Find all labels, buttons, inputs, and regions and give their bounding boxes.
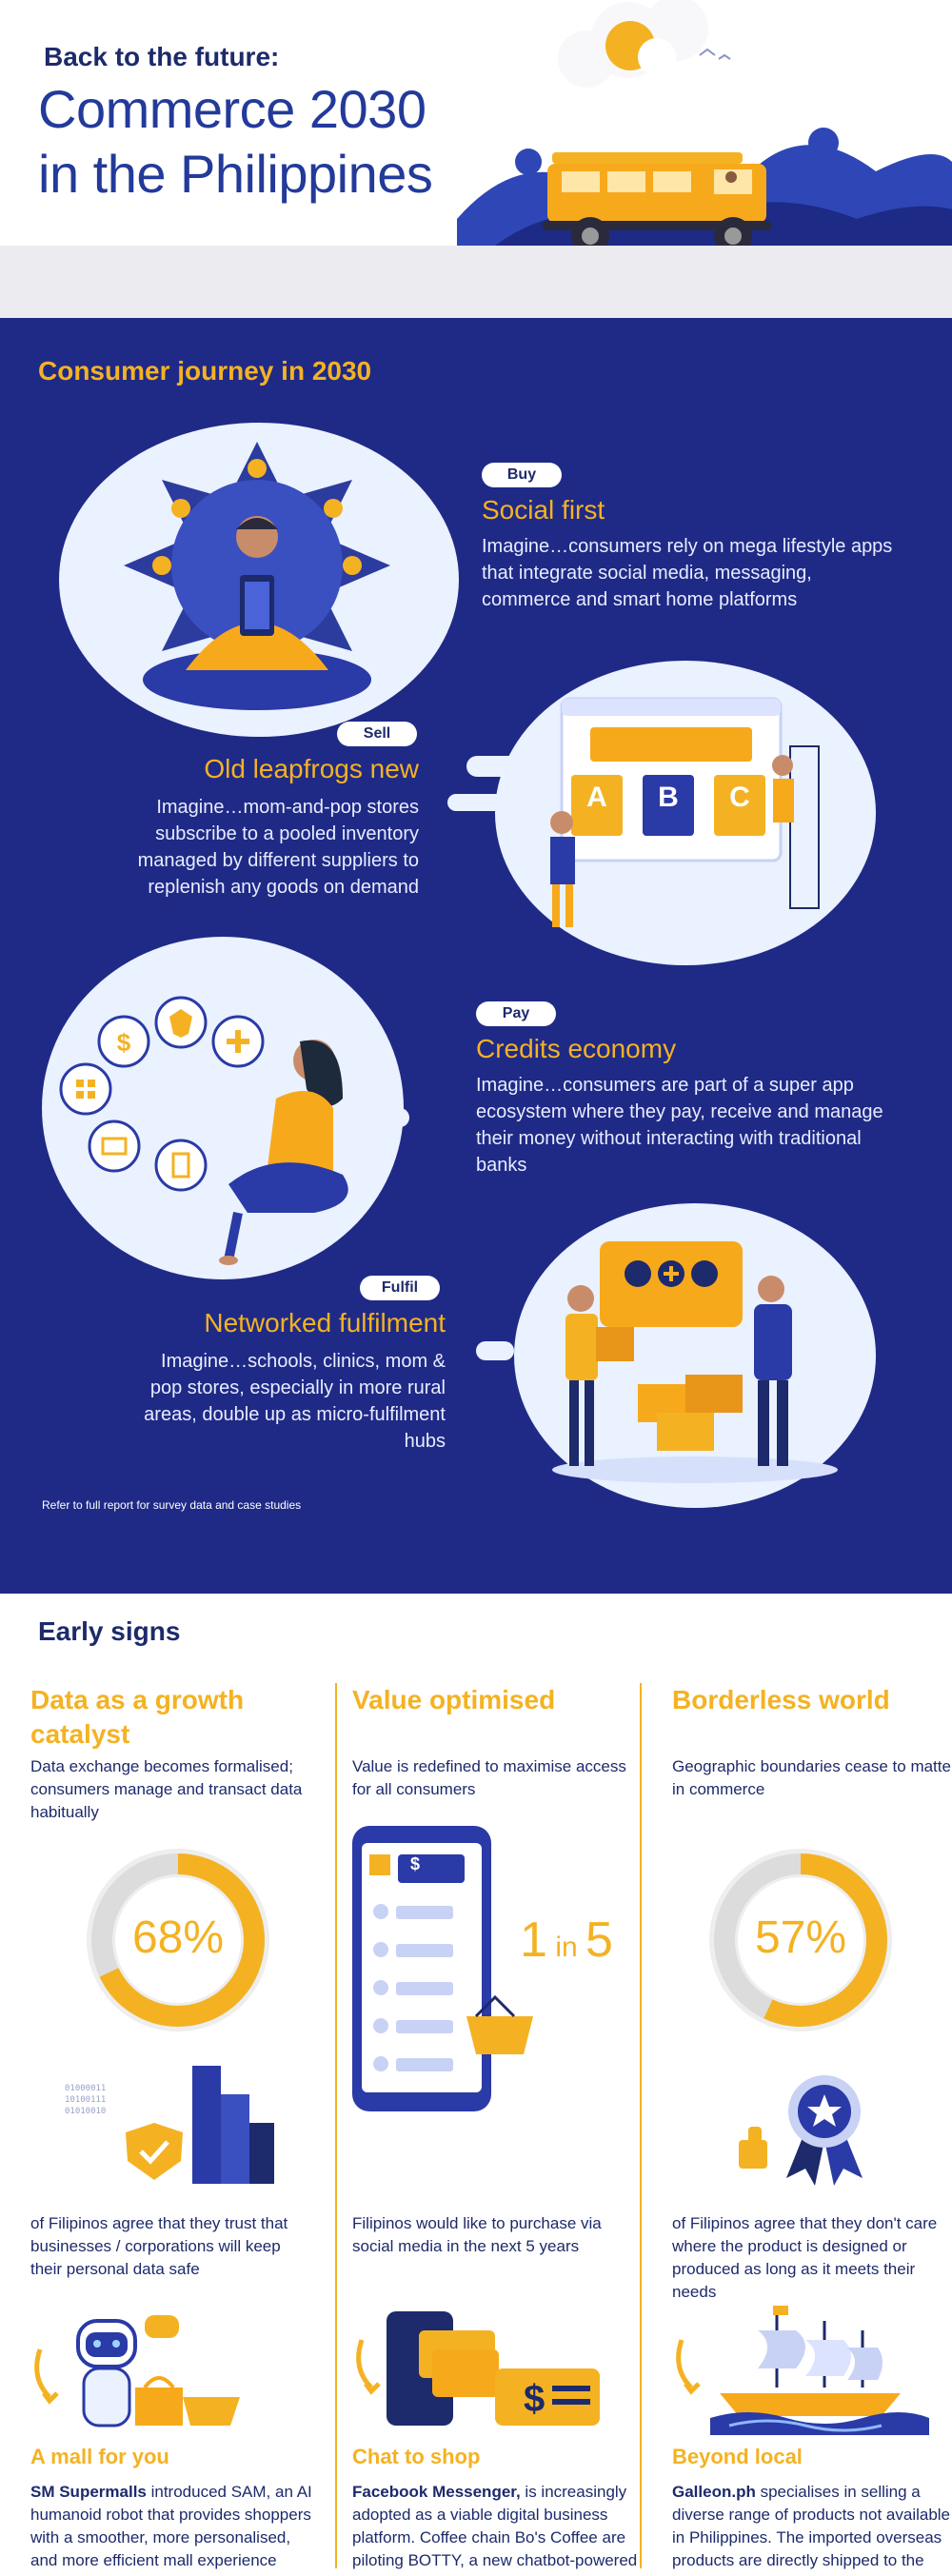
pay-tag: Pay: [476, 1001, 556, 1026]
column-1-sub-title: A mall for you: [30, 2445, 169, 2468]
screen-letter-b: B: [658, 782, 679, 813]
column-divider-2: [640, 1683, 642, 2568]
connector-pay: [381, 1108, 409, 1127]
header-band: [0, 246, 952, 318]
column-3-title: Borderless world: [672, 1685, 890, 1714]
screen-letter-c: C: [729, 782, 750, 813]
buy-body: Imagine…consumers rely on mega lifestyle…: [482, 536, 893, 610]
binary-digits: 01000011 10100111 01010010: [65, 2084, 107, 2116]
journey-footnote: Refer to full report for survey data and…: [42, 1498, 302, 1512]
connector-sell-2: [447, 794, 505, 811]
column-3-stat-text: of Filipinos agree that they don't care …: [672, 2214, 938, 2301]
super-app-person-illustration: $: [59, 996, 348, 1265]
column-2-title: Value optimised: [352, 1685, 556, 1714]
column-1-sub-lead: SM Supermalls: [30, 2483, 147, 2501]
consumer-journey-section: Consumer journey in 2030 Buy Social firs…: [0, 318, 952, 1594]
pay-title: Credits economy: [476, 1034, 677, 1063]
social-commerce-phone-illustration: [352, 1826, 533, 2111]
column-data-growth: Data as a growth catalyst Data exchange …: [30, 1683, 335, 2569]
column-3-sub-text: specialises in selling a diverse range o…: [672, 2483, 951, 2576]
robot-shopping-illustration: [34, 2315, 240, 2427]
connector-sell: [466, 756, 543, 777]
buy-tag: Buy: [482, 463, 562, 487]
early-signs-section: Early signs Data as a growth catalyst Da…: [0, 1594, 952, 2576]
connector-fulfil: [476, 1341, 514, 1360]
column-borderless-world: Borderless world Geographic boundaries c…: [672, 1683, 952, 2576]
data-trust-donut: [87, 1849, 269, 2031]
column-1-description: Data exchange becomes formalised; consum…: [30, 1757, 303, 1821]
header-kicker: Back to the future:: [44, 42, 280, 71]
column-divider-1: [335, 1683, 337, 2568]
chat-messenger-illustration: $: [356, 2311, 600, 2426]
column-3-sub-title: Beyond local: [672, 2445, 803, 2468]
borderless-donut: [709, 1849, 892, 2031]
column-2-stat-text: Filipinos would like to purchase via soc…: [352, 2214, 602, 2255]
column-value-optimised: Value optimised Value is redefined to ma…: [352, 1683, 657, 2576]
galleon-ship-illustration: [676, 2306, 929, 2435]
svg-text:$: $: [117, 1028, 131, 1057]
column-2-sub-lead: Facebook Messenger,: [352, 2483, 521, 2501]
value-stat-in: in: [546, 1932, 586, 1963]
sell-title: Old leapfrogs new: [204, 754, 419, 783]
journey-title: Consumer journey in 2030: [38, 356, 372, 386]
column-2-sub-title: Chat to shop: [352, 2445, 481, 2468]
column-1-stat-text: of Filipinos agree that they trust that …: [30, 2214, 288, 2278]
column-1-sub-text: introduced SAM, an AI humanoid robot tha…: [30, 2483, 312, 2569]
column-2-sub-body: Facebook Messenger, is increasingly adop…: [352, 2481, 638, 2576]
column-3-description: Geographic boundaries cease to matter in…: [672, 1757, 952, 1798]
fulfilment-hub-illustration: [552, 1241, 838, 1483]
social-apps-person-illustration: [124, 442, 390, 710]
pay-body: Imagine…consumers are part of a super ap…: [476, 1075, 883, 1176]
page-title-line-2: in the Philippines: [38, 144, 433, 204]
column-2-sub-text: is increasingly adopted as a viable digi…: [352, 2483, 638, 2576]
svg-text:$: $: [524, 2378, 545, 2420]
header: Back to the future: Commerce 2030 in the…: [0, 0, 952, 318]
column-3-sub-lead: Galleon.ph: [672, 2483, 756, 2501]
currency-badge: $: [409, 1854, 420, 1873]
buildings-shield-illustration: [126, 2066, 274, 2184]
screen-letter-a: A: [586, 782, 607, 813]
fulfil-title: Networked fulfilment: [204, 1308, 446, 1338]
page-title-line-1: Commerce 2030: [38, 79, 426, 139]
sell-tag: Sell: [337, 722, 417, 746]
jeepney-hill-illustration: [457, 0, 952, 255]
fulfil-tag: Fulfil: [360, 1276, 440, 1300]
column-1-sub-body: SM Supermalls introduced SAM, an AI huma…: [30, 2481, 316, 2572]
column-1-title: Data as a growth catalyst: [30, 1685, 245, 1749]
pooled-inventory-screen-illustration: [550, 697, 820, 927]
borderless-stat: 57%: [754, 1912, 847, 1963]
column-3-sub-body: Galleon.ph specialises in selling a dive…: [672, 2481, 952, 2576]
column-2-description: Value is redefined to maximise access fo…: [352, 1757, 626, 1798]
value-stat-numerator: 1: [520, 1912, 547, 1968]
early-signs-title: Early signs: [38, 1616, 181, 1646]
thumbs-up-medal-illustration: [739, 2075, 863, 2186]
value-stat: 1 in 5: [495, 1912, 638, 1969]
fulfil-body: Imagine…schools, clinics, mom & pop stor…: [144, 1351, 446, 1452]
value-stat-denominator: 5: [585, 1912, 613, 1968]
buy-title: Social first: [482, 495, 605, 525]
sell-body: Imagine…mom-and-pop stores subscribe to …: [137, 797, 419, 898]
data-trust-stat: 68%: [131, 1912, 225, 1963]
